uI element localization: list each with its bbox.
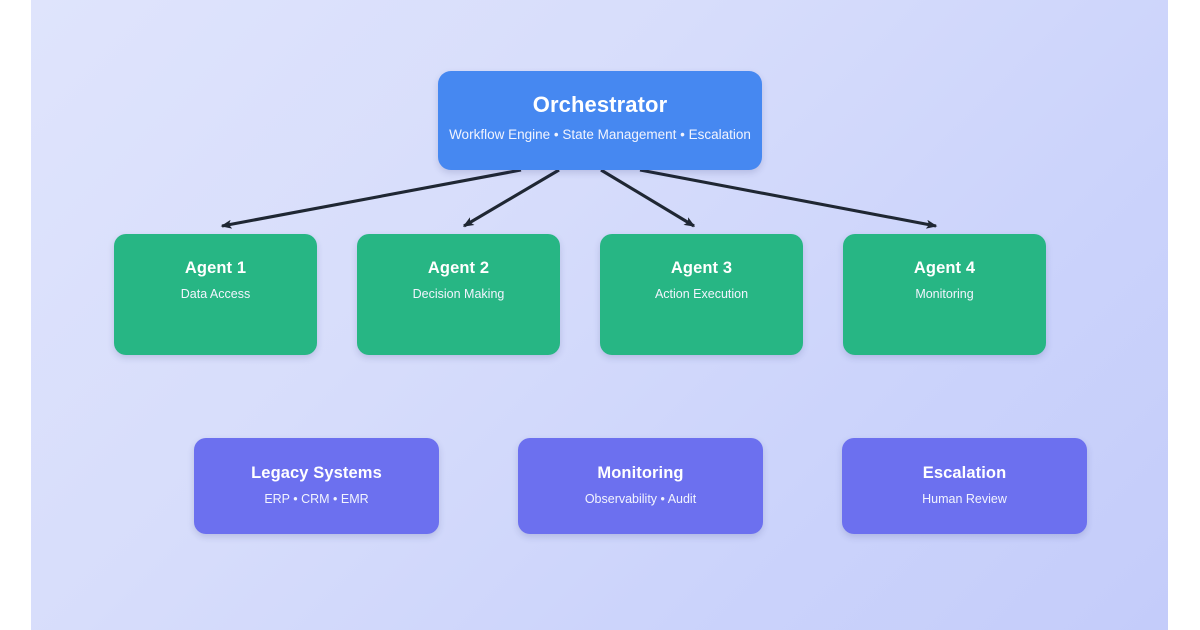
node-agent-2[interactable]: Agent 2 Decision Making	[357, 234, 560, 355]
node-legacy-systems-title: Legacy Systems	[251, 464, 382, 482]
node-agent-2-title: Agent 2	[427, 259, 490, 277]
node-orchestrator-subtitle: Workflow Engine • State Management • Esc…	[449, 127, 751, 142]
node-agent-4[interactable]: Agent 4 Monitoring	[843, 234, 1046, 355]
node-agent-1[interactable]: Agent 1 Data Access	[114, 234, 317, 355]
node-monitoring-subtitle: Observability • Audit	[584, 492, 697, 506]
node-orchestrator[interactable]: Orchestrator Workflow Engine • State Man…	[438, 71, 762, 170]
node-agent-1-subtitle: Data Access	[180, 287, 251, 301]
node-escalation-subtitle: Human Review	[922, 492, 1007, 506]
node-agent-3-title: Agent 3	[670, 259, 733, 277]
node-monitoring[interactable]: Monitoring Observability • Audit	[518, 438, 763, 534]
node-escalation-title: Escalation	[922, 464, 1007, 482]
node-monitoring-title: Monitoring	[597, 464, 684, 482]
node-legacy-systems-subtitle: ERP • CRM • EMR	[264, 492, 369, 506]
node-legacy-systems[interactable]: Legacy Systems ERP • CRM • EMR	[194, 438, 439, 534]
node-agent-3-subtitle: Action Execution	[654, 287, 749, 301]
node-agent-2-subtitle: Decision Making	[412, 287, 505, 301]
node-agent-4-title: Agent 4	[913, 259, 976, 277]
node-orchestrator-title: Orchestrator	[532, 92, 668, 117]
node-escalation[interactable]: Escalation Human Review	[842, 438, 1087, 534]
node-agent-4-subtitle: Monitoring	[915, 287, 974, 301]
node-agent-3[interactable]: Agent 3 Action Execution	[600, 234, 803, 355]
node-agent-1-title: Agent 1	[184, 259, 247, 277]
